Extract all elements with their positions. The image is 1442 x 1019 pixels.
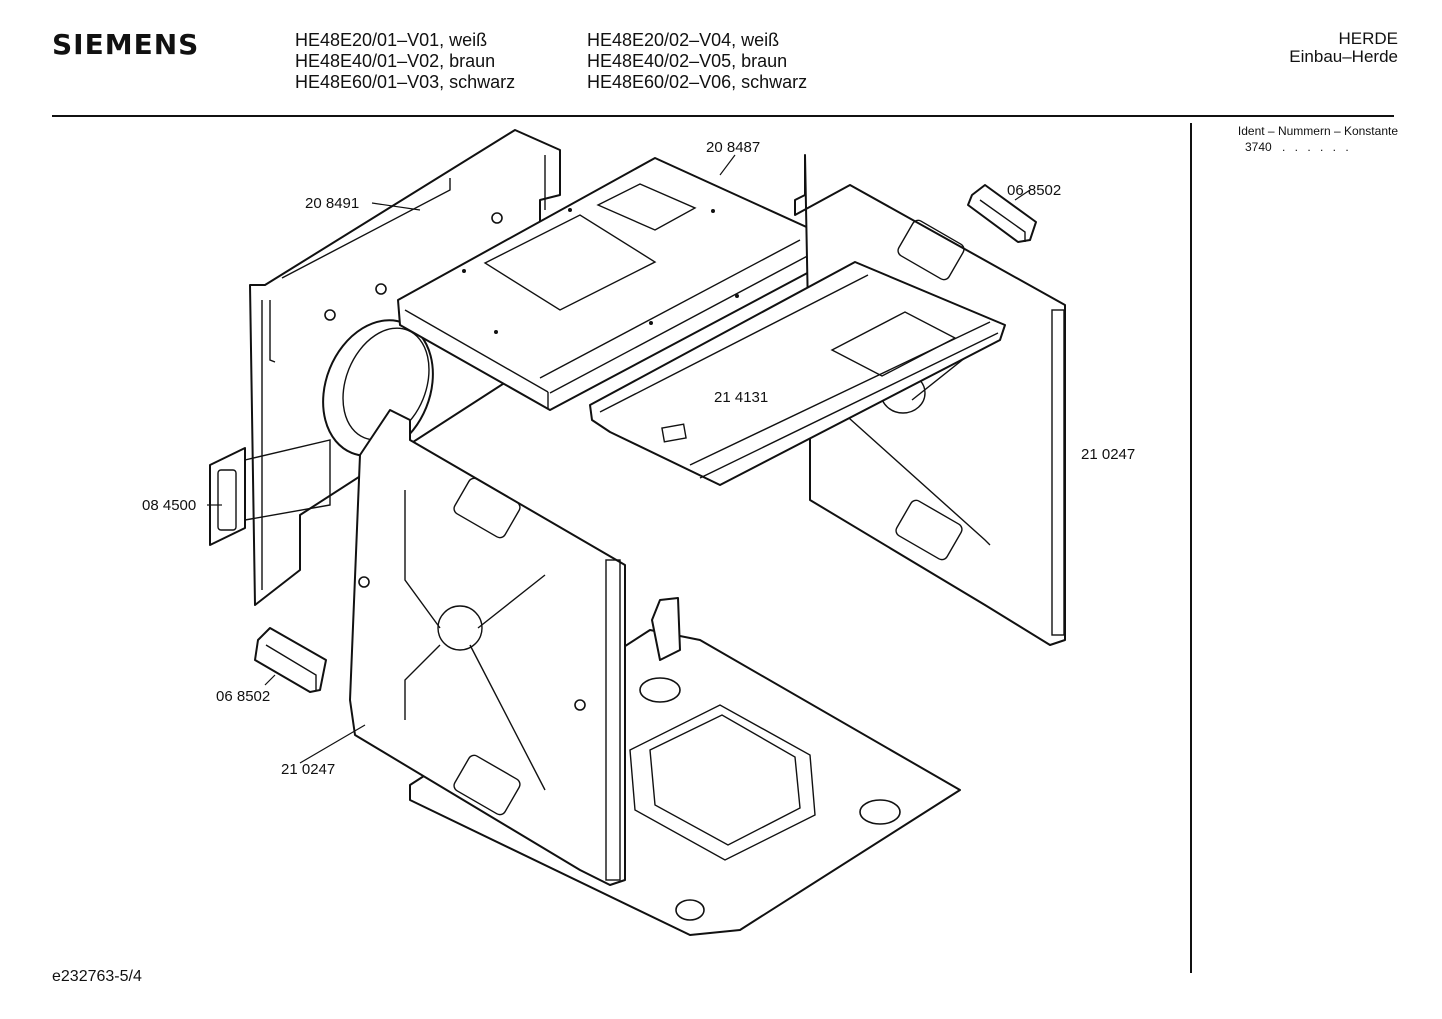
model-line: HE48E60/02–V06, schwarz <box>587 72 808 92</box>
category-subtitle: Einbau–Herde <box>1289 47 1398 66</box>
model-line: HE48E40/02–V05, braun <box>587 51 788 71</box>
shelf-support <box>589 261 1006 486</box>
left-side-panel <box>349 409 626 886</box>
brand-logo: SIEMENS <box>52 28 200 61</box>
ident-title: Ident – Nummern – Konstante <box>1237 124 1398 138</box>
model-line: HE48E40/01–V02, braun <box>295 51 496 71</box>
ident-value: 3740 <box>1245 140 1272 154</box>
ident-dots: . . . . . . <box>1282 140 1352 154</box>
handle-top <box>967 184 1037 243</box>
connector <box>209 439 331 546</box>
exploded-parts-diagram: 20 8491 20 8487 06 8502 21 4131 21 0247 … <box>142 129 1135 936</box>
handle-bottom <box>254 627 327 693</box>
part-label: 21 4131 <box>714 389 768 406</box>
header-divider <box>52 115 1394 117</box>
part-label: 08 4500 <box>142 497 196 514</box>
model-line: HE48E20/02–V04, weiß <box>587 30 780 50</box>
category-title: HERDE <box>1338 29 1398 48</box>
model-list-2: HE48E20/02–V04, weiß HE48E40/02–V05, bra… <box>587 30 807 93</box>
category-block: HERDE Einbau–Herde <box>1270 30 1398 66</box>
model-line: HE48E60/01–V03, schwarz <box>295 72 516 92</box>
part-label: 20 8491 <box>305 195 359 212</box>
part-label: 20 8487 <box>706 139 760 156</box>
leader-line <box>719 154 736 176</box>
sidebar-divider <box>1190 123 1192 973</box>
leader-line <box>371 202 421 211</box>
part-label: 21 0247 <box>281 761 335 778</box>
part-label: 06 8502 <box>1007 182 1061 199</box>
model-line: HE48E20/01–V01, weiß <box>295 30 488 50</box>
model-list-1: HE48E20/01–V01, weiß HE48E40/01–V02, bra… <box>295 30 515 93</box>
leader-line <box>1014 189 1031 201</box>
part-label: 21 0247 <box>1081 446 1135 463</box>
document-reference: e232763-5/4 <box>52 968 142 985</box>
part-label: 06 8502 <box>216 688 270 705</box>
leader-line <box>299 724 366 764</box>
leader-line <box>264 674 276 686</box>
